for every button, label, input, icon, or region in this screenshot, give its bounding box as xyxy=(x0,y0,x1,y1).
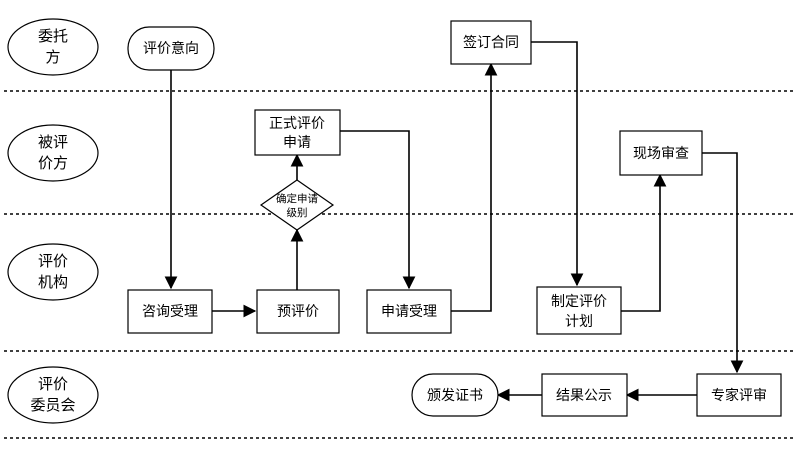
lane-label-agency-line1: 评价 xyxy=(38,252,68,270)
node-intent-label: 评价意向 xyxy=(143,40,199,57)
edge-contract-to-plan xyxy=(531,41,584,287)
node-make-plan: 制定评价 计划 xyxy=(536,286,622,335)
node-formal-apply: 正式评价 申请 xyxy=(254,109,341,156)
node-contract-label: 签订合同 xyxy=(463,34,519,51)
lane-label-evaluatee-line1: 被评 xyxy=(38,133,68,151)
node-contract: 签订合同 xyxy=(450,20,532,65)
lane-label-client-line1: 委托 xyxy=(38,27,68,45)
lane-label-evaluatee-line2: 价方 xyxy=(38,154,68,172)
lane-label-agency: 评价 机构 xyxy=(7,243,99,301)
lane-label-client: 委托 方 xyxy=(7,18,99,76)
edge-onsite-to-expert xyxy=(702,152,744,374)
node-expert-review-label: 专家评审 xyxy=(711,387,767,404)
lane-label-client-line2: 方 xyxy=(45,48,60,66)
lane-label-evaluatee: 被评 价方 xyxy=(7,124,99,182)
node-formal-apply-line2: 申请 xyxy=(283,135,311,151)
node-pre-eval-label: 预评价 xyxy=(277,304,319,320)
node-make-plan-line1: 制定评价 xyxy=(551,294,607,310)
edge-plan-to-onsite xyxy=(621,173,667,312)
node-consult-label: 咨询受理 xyxy=(142,304,198,320)
node-publish: 结果公示 xyxy=(541,373,628,417)
node-onsite-review: 现场审查 xyxy=(619,130,703,176)
node-make-plan-line2: 计划 xyxy=(565,314,593,330)
edge-formal-to-accept xyxy=(340,130,416,290)
node-confirm-level-line1: 确定申请 xyxy=(276,192,318,205)
lane-label-committee-line2: 委员会 xyxy=(30,396,75,414)
node-pre-eval: 预评价 xyxy=(256,289,340,334)
node-certificate: 颁发证书 xyxy=(411,373,499,417)
node-apply-accept-label: 申请受理 xyxy=(381,304,437,320)
node-formal-apply-line1: 正式评价 xyxy=(269,116,325,132)
node-apply-accept: 申请受理 xyxy=(366,289,452,334)
node-onsite-review-label: 现场审查 xyxy=(633,146,689,162)
node-intent: 评价意向 xyxy=(127,26,215,71)
edge-accept-to-contract xyxy=(451,62,498,312)
node-publish-label: 结果公示 xyxy=(556,388,612,404)
node-consult: 咨询受理 xyxy=(127,289,213,334)
lane-label-agency-line2: 机构 xyxy=(38,273,68,291)
node-confirm-level: 确定申请 级别 xyxy=(259,179,335,231)
node-certificate-label: 颁发证书 xyxy=(427,388,483,404)
lane-label-committee-line1: 评价 xyxy=(38,375,68,393)
node-expert-review: 专家评审 xyxy=(696,373,782,417)
node-confirm-level-line2: 级别 xyxy=(287,207,308,219)
lane-label-committee: 评价 委员会 xyxy=(7,366,99,424)
